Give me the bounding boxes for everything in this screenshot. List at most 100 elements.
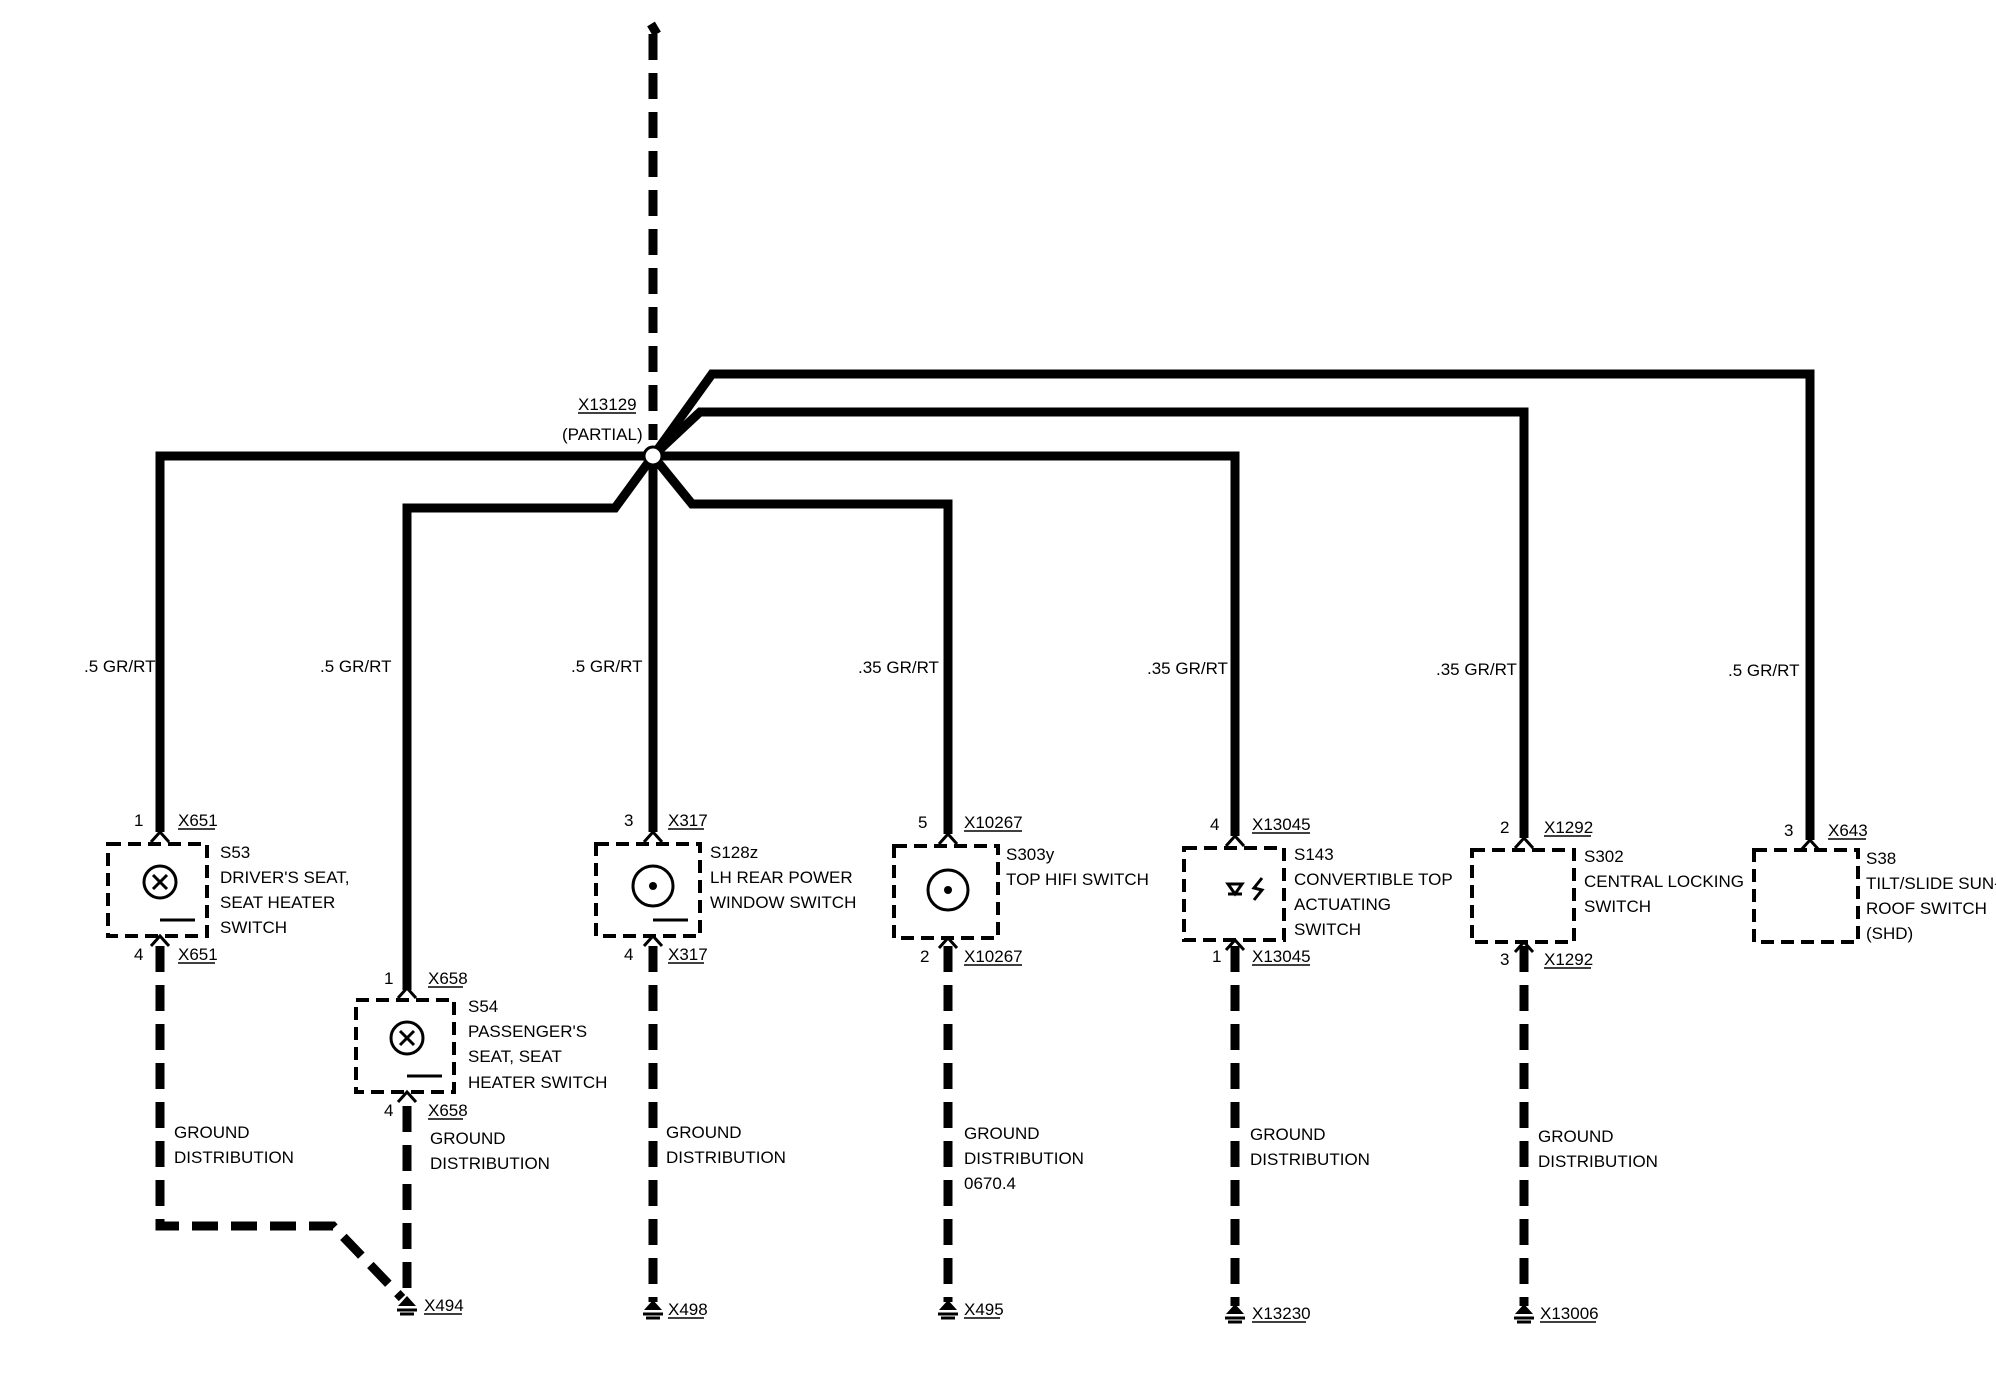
splice-note: (PARTIAL) (562, 425, 643, 444)
wire-label: .5 GR/RT (571, 657, 642, 676)
component-id: S302 (1584, 847, 1624, 866)
ground-label: DISTRIBUTION (666, 1148, 786, 1167)
component-s143: 4 X13045 S143 CONVERTIBLE TOP ACTUATING … (1182, 815, 1453, 966)
connector-id: X658 (428, 969, 468, 988)
wire-label: .5 GR/RT (84, 657, 155, 676)
feed-wire (647, 21, 661, 440)
ground-label: DISTRIBUTION (1538, 1152, 1658, 1171)
ground-label: 0670.4 (964, 1174, 1016, 1193)
ground-label: DISTRIBUTION (430, 1154, 550, 1173)
ground-label: DISTRIBUTION (1250, 1150, 1370, 1169)
ground-wire-s53 (155, 946, 406, 1302)
solid-wires (155, 369, 1815, 990)
pin-number: 1 (384, 969, 393, 988)
component-desc: CONVERTIBLE TOP (1294, 870, 1453, 889)
ground-point-x494: X494 (397, 1296, 464, 1316)
ground-point-id: X13006 (1540, 1304, 1599, 1323)
component-s38: 3 X643 S38 TILT/SLIDE SUN- ROOF SWITCH (… (1752, 821, 1996, 944)
pin-number: 3 (1500, 950, 1509, 969)
pin-number: 1 (134, 811, 143, 830)
ground-point-x498: X498 (643, 1300, 708, 1320)
connector-id: X10267 (964, 947, 1023, 966)
wire-s303y (649, 453, 953, 834)
wire-label: .35 GR/RT (1147, 659, 1228, 678)
pin-number: 3 (1784, 821, 1793, 840)
connector-id: X317 (668, 811, 708, 830)
wire-label: .5 GR/RT (1728, 661, 1799, 680)
wire-label: .35 GR/RT (858, 658, 939, 677)
connector-id: X317 (668, 945, 708, 964)
component-desc: SEAT, SEAT (468, 1047, 562, 1066)
component-id: S54 (468, 997, 498, 1016)
component-id: S128z (710, 843, 758, 862)
ground-label: GROUND (666, 1123, 742, 1142)
component-s54: 1 X658 S54 PASSENGER'S SEAT, SEAT HEATER… (354, 969, 607, 1120)
ground-wires (155, 946, 1529, 1306)
ground-label: GROUND (430, 1129, 506, 1148)
connector-id: X651 (178, 811, 218, 830)
pin-number: 4 (134, 945, 143, 964)
component-desc: TILT/SLIDE SUN- (1866, 874, 1996, 893)
ground-label: DISTRIBUTION (964, 1149, 1084, 1168)
component-desc: SEAT HEATER (220, 893, 335, 912)
component-desc: WINDOW SWITCH (710, 893, 856, 912)
connector-id: X1292 (1544, 950, 1593, 969)
connector-id: X13045 (1252, 815, 1311, 834)
wire-s143 (653, 451, 1240, 836)
component-id: S38 (1866, 849, 1896, 868)
pin-number: 4 (624, 945, 633, 964)
pin-number: 2 (920, 947, 929, 966)
ground-label: GROUND (964, 1124, 1040, 1143)
pin-number: 4 (384, 1101, 393, 1120)
ground-label: DISTRIBUTION (174, 1148, 294, 1167)
component-id: S303y (1006, 845, 1055, 864)
connector-id: X10267 (964, 813, 1023, 832)
component-desc: ACTUATING (1294, 895, 1391, 914)
component-desc: CENTRAL LOCKING (1584, 872, 1744, 891)
pin-number: 1 (1212, 947, 1221, 966)
wire-label: .5 GR/RT (320, 657, 391, 676)
component-desc: HEATER SWITCH (468, 1073, 607, 1092)
component-desc: LH REAR POWER (710, 868, 853, 887)
component-desc: TOP HIFI SWITCH (1006, 870, 1149, 889)
ground-point-x495: X495 (938, 1300, 1004, 1320)
component-desc: ROOF SWITCH (1866, 899, 1987, 918)
component-desc: SWITCH (1584, 897, 1651, 916)
component-s128z: 3 X317 S128z LH REAR POWER WINDOW SWITCH… (594, 811, 856, 964)
connector-id: X13045 (1252, 947, 1311, 966)
connector-id: X1292 (1544, 818, 1593, 837)
component-desc: DRIVER'S SEAT, (220, 868, 350, 887)
pin-number: 4 (1210, 815, 1219, 834)
ground-labels: GROUND DISTRIBUTION GROUND DISTRIBUTION … (174, 1123, 1658, 1193)
wire-s53 (155, 451, 653, 832)
component-desc: PASSENGER'S (468, 1022, 587, 1041)
component-desc: SWITCH (220, 918, 287, 937)
component-id: S53 (220, 843, 250, 862)
connector-id: X651 (178, 945, 218, 964)
component-desc: (SHD) (1866, 924, 1913, 943)
component-id: S143 (1294, 845, 1334, 864)
ground-point-id: X498 (668, 1300, 708, 1319)
splice-node: X13129 (PARTIAL) (562, 395, 664, 467)
pin-number: 2 (1500, 818, 1509, 837)
ground-point-id: X13230 (1252, 1304, 1311, 1323)
ground-label: GROUND (1250, 1125, 1326, 1144)
component-desc: SWITCH (1294, 920, 1361, 939)
ground-label: GROUND (1538, 1127, 1614, 1146)
component-s302: 2 X1292 S302 CENTRAL LOCKING SWITCH 3 X1… (1470, 818, 1744, 969)
component-s53: 1 X651 S53 DRIVER'S SEAT, SEAT HEATER SW… (106, 811, 350, 964)
pin-number: 3 (624, 811, 633, 830)
ground-point-x13230: X13230 (1225, 1304, 1311, 1324)
component-s303y: 5 X10267 S303y TOP HIFI SWITCH 2 X10267 (892, 813, 1149, 966)
connector-id: X643 (1828, 821, 1868, 840)
ground-point-id: X495 (964, 1300, 1004, 1319)
wire-labels: .5 GR/RT .5 GR/RT .5 GR/RT .35 GR/RT .35… (84, 657, 1799, 680)
wire-s302 (649, 407, 1529, 838)
ground-label: GROUND (174, 1123, 250, 1142)
wire-s38 (649, 369, 1815, 840)
ground-point-id: X494 (424, 1296, 464, 1315)
connector-id: X658 (428, 1101, 468, 1120)
wire-label: .35 GR/RT (1436, 660, 1517, 679)
wire-s54 (402, 453, 657, 990)
